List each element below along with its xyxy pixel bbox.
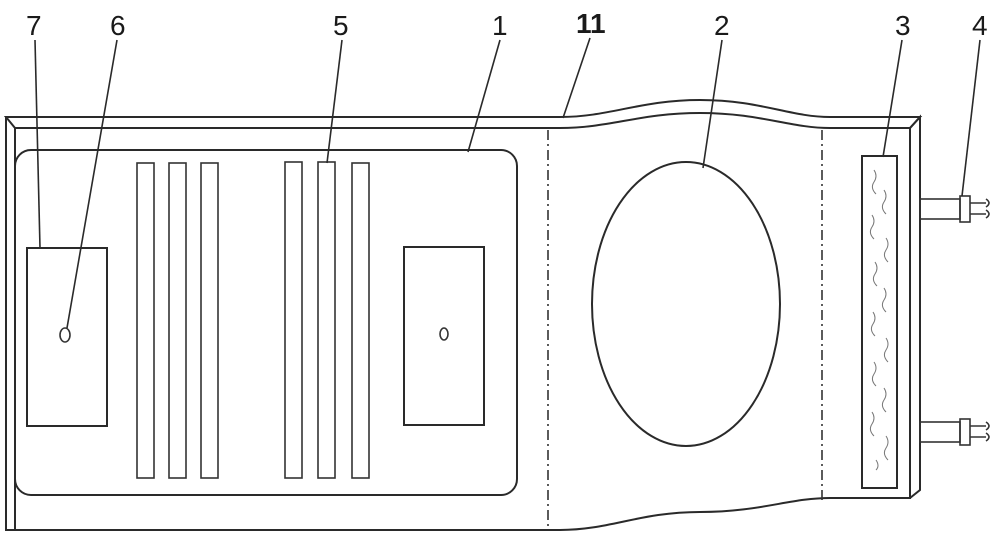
- label-11: 11: [576, 8, 606, 39]
- connector-bottom-tube: [920, 422, 960, 442]
- hole-right: [440, 328, 448, 340]
- stipple-bar-1: [137, 163, 154, 478]
- connector-bottom-clip: [960, 419, 970, 445]
- label-5: 5: [333, 10, 349, 41]
- connector-top: [920, 196, 989, 222]
- stipple-bar-2: [169, 163, 186, 478]
- stipple-bar-6: [352, 163, 369, 478]
- stipple-bar-3: [201, 163, 218, 478]
- bar-group-5: [137, 162, 369, 478]
- label-3: 3: [895, 10, 911, 41]
- label-4: 4: [972, 10, 988, 41]
- leader-11: [563, 38, 590, 118]
- leader-lines: [35, 38, 980, 328]
- label-7: 7: [26, 10, 42, 41]
- panel-1: [15, 150, 517, 495]
- connector-bottom: [920, 419, 989, 445]
- electrode-7: [27, 248, 107, 426]
- electrode-right: [404, 247, 484, 425]
- label-1: 1: [492, 10, 508, 41]
- leader-3: [883, 40, 902, 157]
- leader-6: [67, 40, 117, 328]
- housing: [6, 100, 920, 530]
- label-2: 2: [714, 10, 730, 41]
- connector-top-tube: [920, 199, 960, 219]
- oval-2: [592, 162, 780, 446]
- connector-bottom-prongs: [970, 422, 989, 441]
- leader-2: [703, 40, 722, 168]
- leader-5: [327, 40, 342, 163]
- stipple-bar-4: [285, 162, 302, 478]
- label-6: 6: [110, 10, 126, 41]
- connector-top-prongs: [970, 199, 989, 218]
- squiggle-texture: [870, 170, 888, 470]
- leader-4: [962, 40, 980, 196]
- component-3: [862, 156, 897, 488]
- leader-1: [468, 40, 500, 152]
- hole-6: [60, 328, 70, 342]
- stipple-bar-5: [318, 162, 335, 478]
- housing-top-edge: [6, 100, 920, 128]
- leader-7: [35, 40, 40, 248]
- connector-top-clip: [960, 196, 970, 222]
- housing-body: [6, 117, 920, 530]
